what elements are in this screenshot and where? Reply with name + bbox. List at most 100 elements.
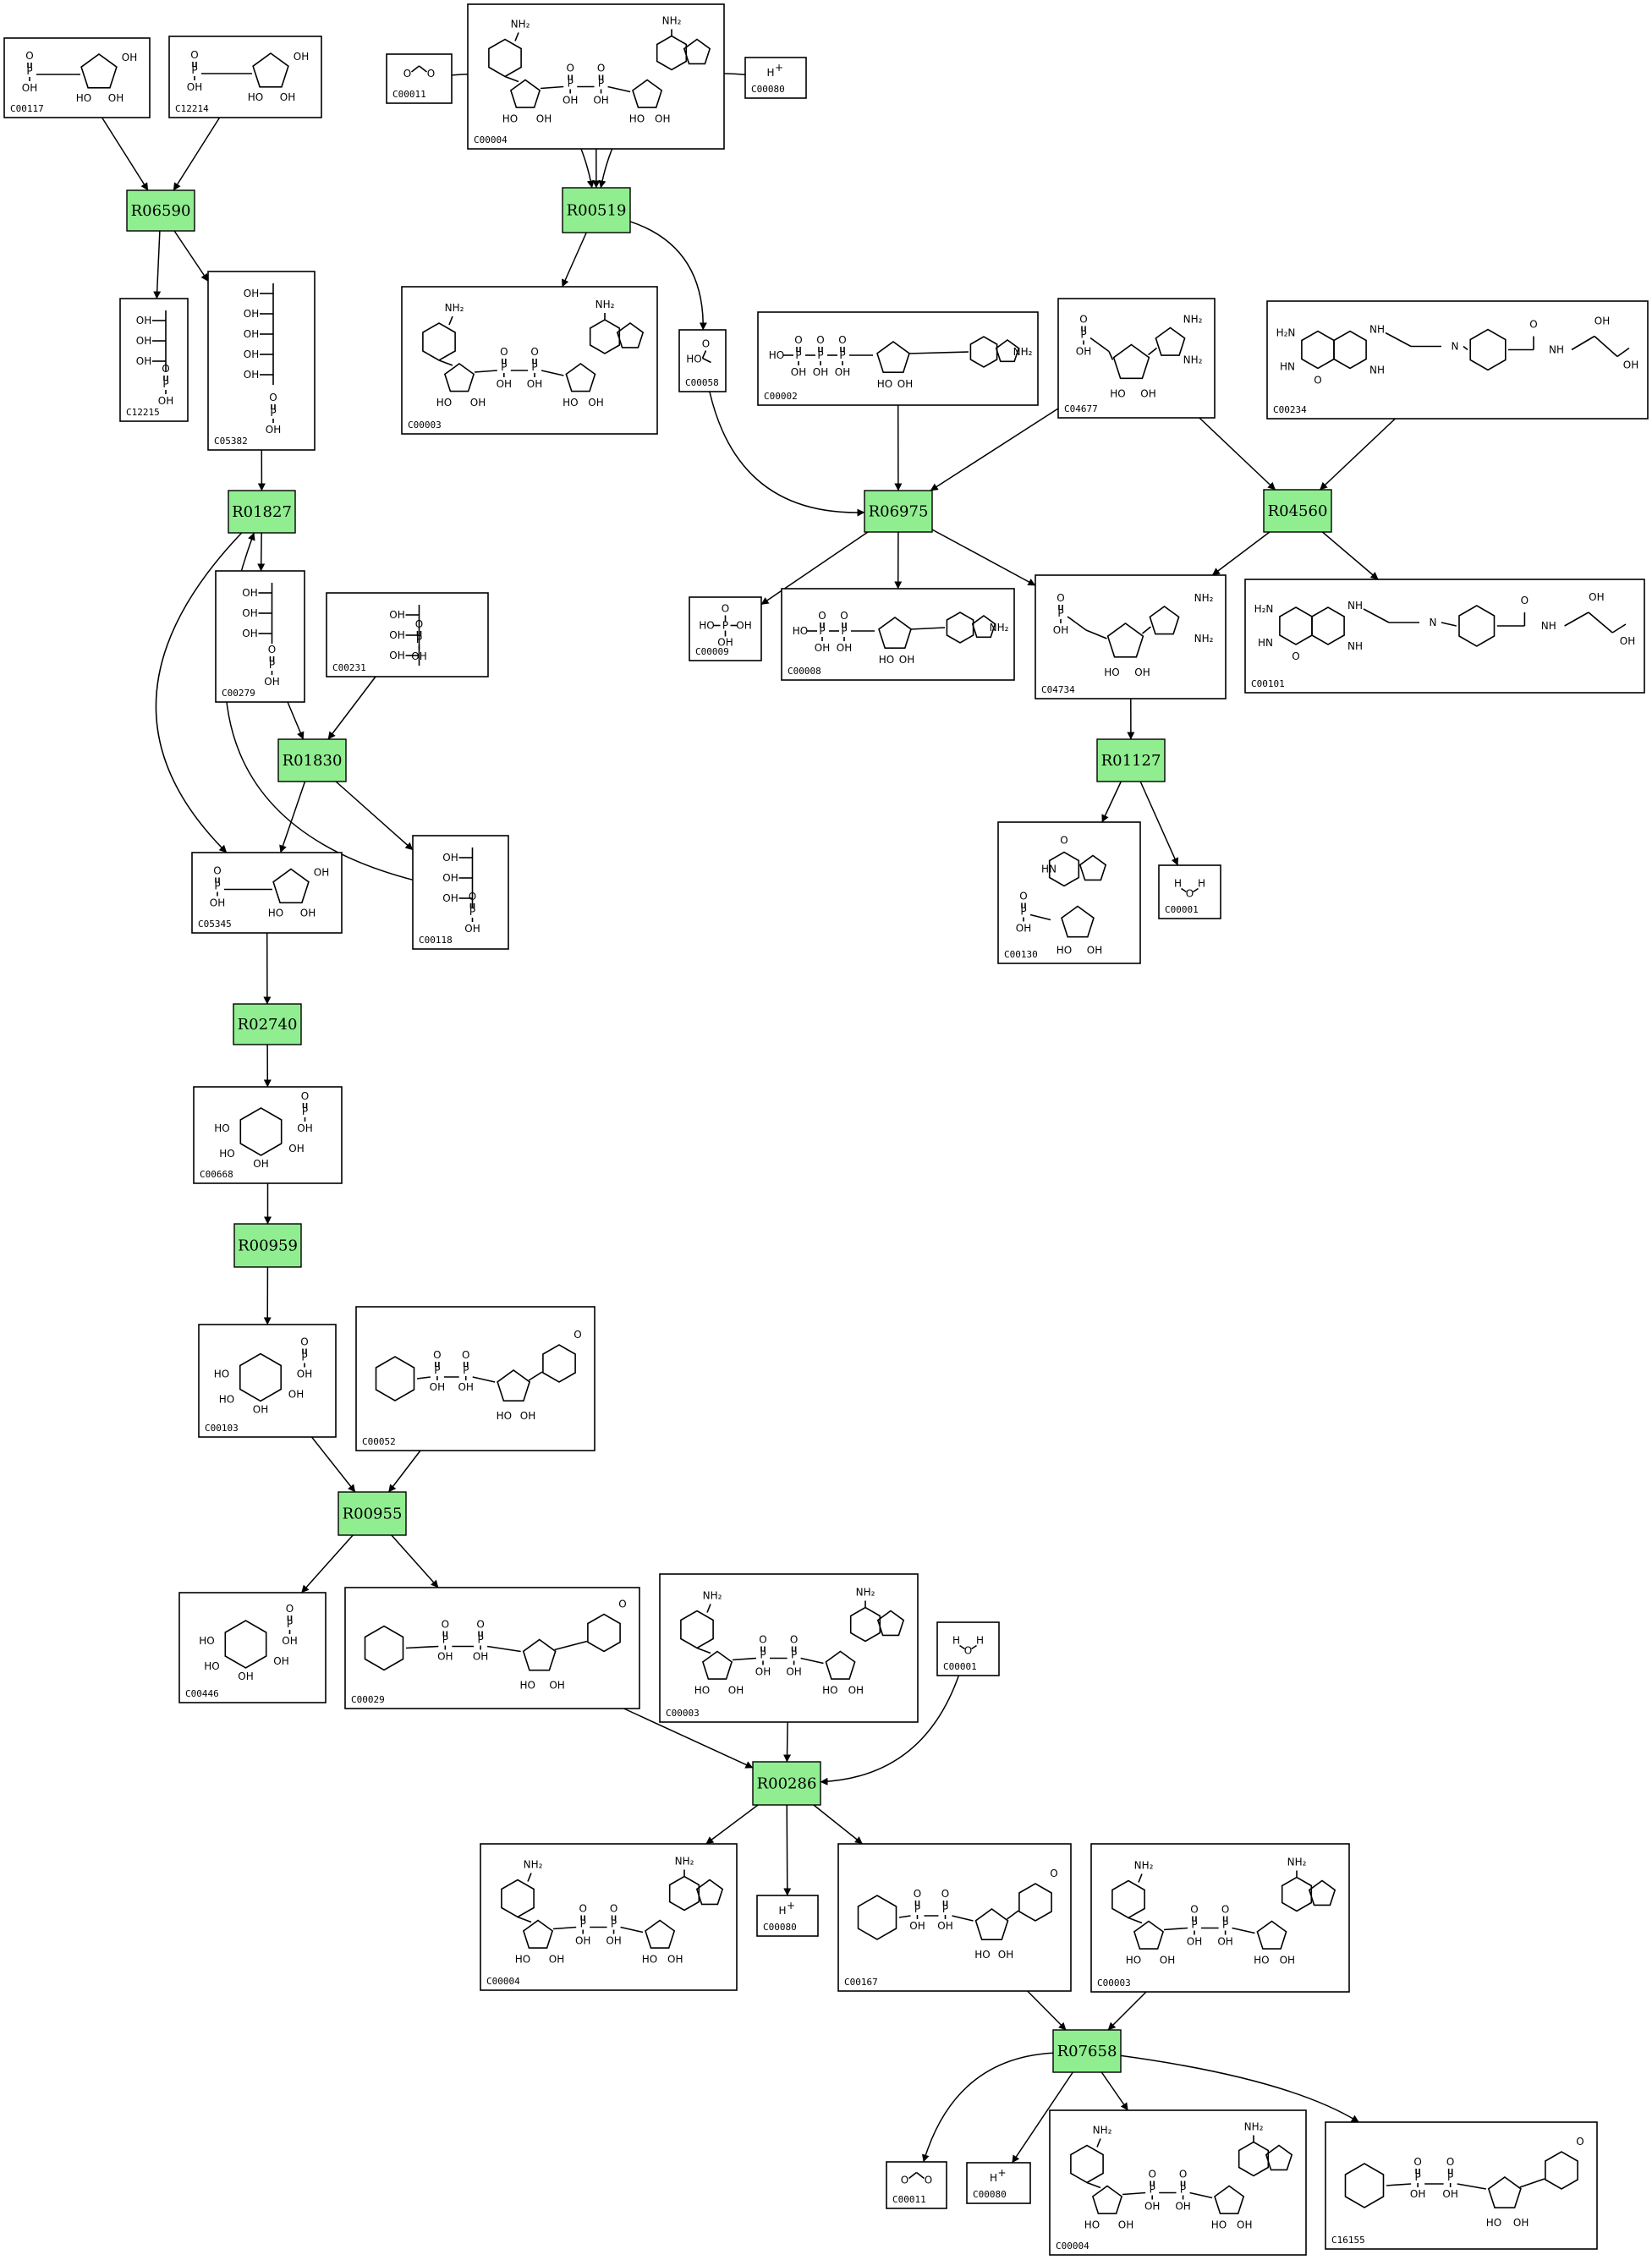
svg-text:HO: HO (76, 92, 91, 104)
reaction-box[interactable] (233, 1223, 302, 1268)
svg-text:H: H (1198, 878, 1205, 890)
compound-box (886, 2161, 947, 2209)
svg-text:OH: OH (549, 1680, 564, 1692)
svg-text:HO: HO (214, 1122, 229, 1134)
compound-node: H+C00080 (756, 1895, 819, 1937)
svg-text:OH: OH (1187, 1936, 1202, 1948)
svg-text:NH₂: NH₂ (1194, 633, 1214, 645)
reaction-box[interactable] (277, 738, 347, 782)
compound-id-label: C00011 (892, 2194, 926, 2205)
compound-box (757, 311, 1039, 406)
svg-text:P: P (1057, 607, 1063, 619)
svg-text:P: P (1080, 329, 1086, 341)
reaction-box[interactable] (864, 490, 933, 533)
svg-text:O: O (818, 610, 826, 622)
svg-text:O: O (1446, 2156, 1454, 2168)
edge-arrow (709, 391, 865, 517)
svg-text:O: O (941, 1888, 949, 1900)
svg-text:OH: OH (1140, 388, 1155, 400)
svg-text:P: P (1191, 1919, 1197, 1931)
svg-text:OH: OH (242, 607, 257, 619)
reaction-node[interactable]: R01830 (277, 738, 347, 782)
reaction-node[interactable]: R06590 (126, 189, 195, 232)
svg-text:HO: HO (515, 1954, 530, 1966)
reaction-id-label: R02740 (238, 1016, 298, 1034)
compound-id-label: C00011 (392, 89, 426, 100)
reaction-box[interactable] (1263, 489, 1332, 533)
reaction-box[interactable] (338, 1491, 407, 1536)
svg-text:HO: HO (1057, 945, 1072, 957)
compound-box (837, 1843, 1072, 1992)
compound-box (412, 835, 509, 950)
reaction-node[interactable]: R04560 (1263, 489, 1332, 533)
svg-text:OH: OH (297, 1369, 312, 1380)
svg-text:OH: OH (527, 378, 542, 390)
reaction-box[interactable] (228, 490, 296, 534)
svg-text:O: O (816, 334, 824, 346)
reaction-box[interactable] (126, 189, 195, 232)
svg-text:OH: OH (1623, 359, 1638, 371)
compound-id-label: C00080 (973, 2189, 1007, 2200)
compound-box (966, 2162, 1031, 2204)
svg-text:+: + (997, 2167, 1006, 2179)
svg-text:P: P (817, 349, 823, 361)
compound-box (1244, 579, 1645, 694)
compound-id-label: C05345 (198, 919, 232, 930)
reaction-box[interactable] (1096, 738, 1166, 782)
reaction-node[interactable]: R00519 (562, 187, 631, 233)
compound-id-label: C00080 (751, 84, 785, 95)
svg-text:OH: OH (158, 395, 173, 407)
reaction-id-label: R06975 (869, 503, 929, 521)
svg-text:OH: OH (813, 366, 828, 378)
reaction-node[interactable]: R00959 (233, 1223, 302, 1268)
reaction-node[interactable]: R01827 (228, 490, 296, 534)
svg-text:OH: OH (1589, 591, 1604, 603)
svg-text:O: O (300, 1336, 308, 1348)
svg-text:OH: OH (1237, 2219, 1252, 2231)
reaction-id-label: R01127 (1101, 752, 1161, 770)
reaction-box[interactable] (752, 1761, 821, 1806)
reaction-node[interactable]: R06975 (864, 490, 933, 533)
svg-text:HO: HO (879, 654, 894, 666)
svg-text:H₂N: H₂N (1276, 327, 1296, 339)
compound-box (689, 596, 762, 661)
svg-text:O: O (469, 891, 476, 902)
svg-text:O: O (25, 50, 33, 62)
structure-glyph: HOO (686, 338, 711, 365)
reaction-node[interactable]: R00286 (752, 1761, 821, 1806)
reaction-box[interactable] (233, 1003, 302, 1045)
reaction-box[interactable] (1052, 2029, 1122, 2073)
reaction-id-label: R06590 (131, 202, 191, 220)
svg-text:O: O (610, 1903, 617, 1915)
reaction-node[interactable]: R01127 (1096, 738, 1166, 782)
reaction-node[interactable]: R02740 (233, 1003, 302, 1045)
svg-text:P: P (26, 65, 32, 77)
svg-text:OH: OH (937, 1920, 952, 1932)
svg-text:P: P (1447, 2171, 1453, 2183)
svg-text:OH: OH (717, 637, 733, 649)
compound-box (997, 821, 1141, 964)
reaction-box[interactable] (562, 187, 631, 233)
svg-text:HO: HO (974, 1949, 990, 1961)
svg-text:OH: OH (1118, 2219, 1133, 2231)
reaction-node[interactable]: R07658 (1052, 2029, 1122, 2073)
svg-text:O: O (566, 63, 574, 74)
edge-arrow (629, 221, 707, 331)
svg-text:HO: HO (642, 1954, 657, 1966)
svg-text:OH: OH (835, 366, 850, 378)
svg-text:O: O (1179, 2169, 1187, 2180)
compound-id-label: C00004 (486, 1976, 520, 1987)
reaction-node[interactable]: R00955 (338, 1491, 407, 1536)
svg-text:NH₂: NH₂ (675, 1856, 694, 1868)
